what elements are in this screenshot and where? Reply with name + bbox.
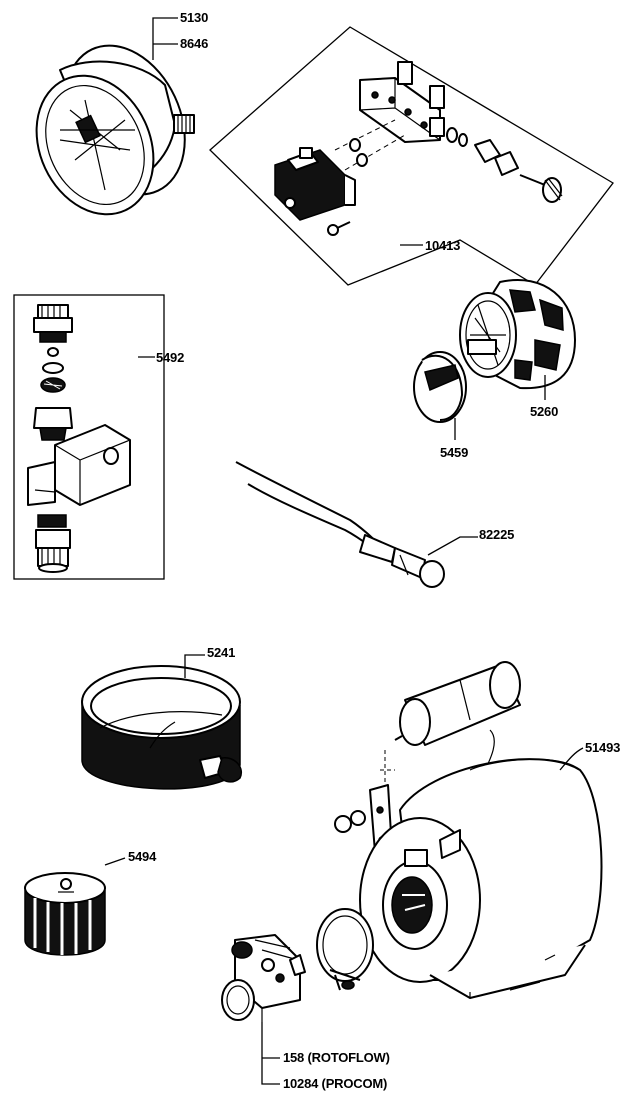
leader-5241 (184, 654, 205, 678)
switch-knob-drawing (413, 351, 467, 423)
pump-drawing (221, 934, 306, 1022)
pump-motor-drawing (316, 661, 603, 999)
label-5130: 5130 (180, 10, 208, 25)
label-10413: 10413 (425, 238, 460, 253)
pressure-gauge-drawing (35, 44, 195, 216)
label-51493: 51493 (585, 740, 620, 755)
label-5492: 5492 (156, 350, 184, 365)
label-5494: 5494 (128, 849, 157, 864)
rotary-switch-drawing (459, 279, 576, 390)
leader-82225 (427, 536, 478, 556)
solenoid-valve-drawing (274, 61, 563, 236)
motor-clamp-drawing (24, 872, 106, 956)
label-5260: 5260 (530, 404, 558, 419)
leader-pump (261, 1022, 280, 1085)
label-82225: 82225 (479, 527, 514, 542)
label-5459: 5459 (440, 445, 468, 460)
solenoid-kit-drawing (27, 304, 131, 573)
solenoid-kit-box (13, 294, 165, 580)
drip-tray-drawing (81, 665, 242, 790)
leader-51493 (559, 747, 584, 771)
leader-5130 (152, 17, 178, 60)
label-8646: 8646 (180, 36, 208, 51)
leader-5494 (104, 857, 126, 866)
indicator-light-drawing (235, 461, 445, 588)
label-158-rotoflow: 158 (ROTOFLOW) (283, 1050, 390, 1065)
label-10284-procom: 10284 (PROCOM) (283, 1076, 387, 1091)
label-5241: 5241 (207, 645, 235, 660)
